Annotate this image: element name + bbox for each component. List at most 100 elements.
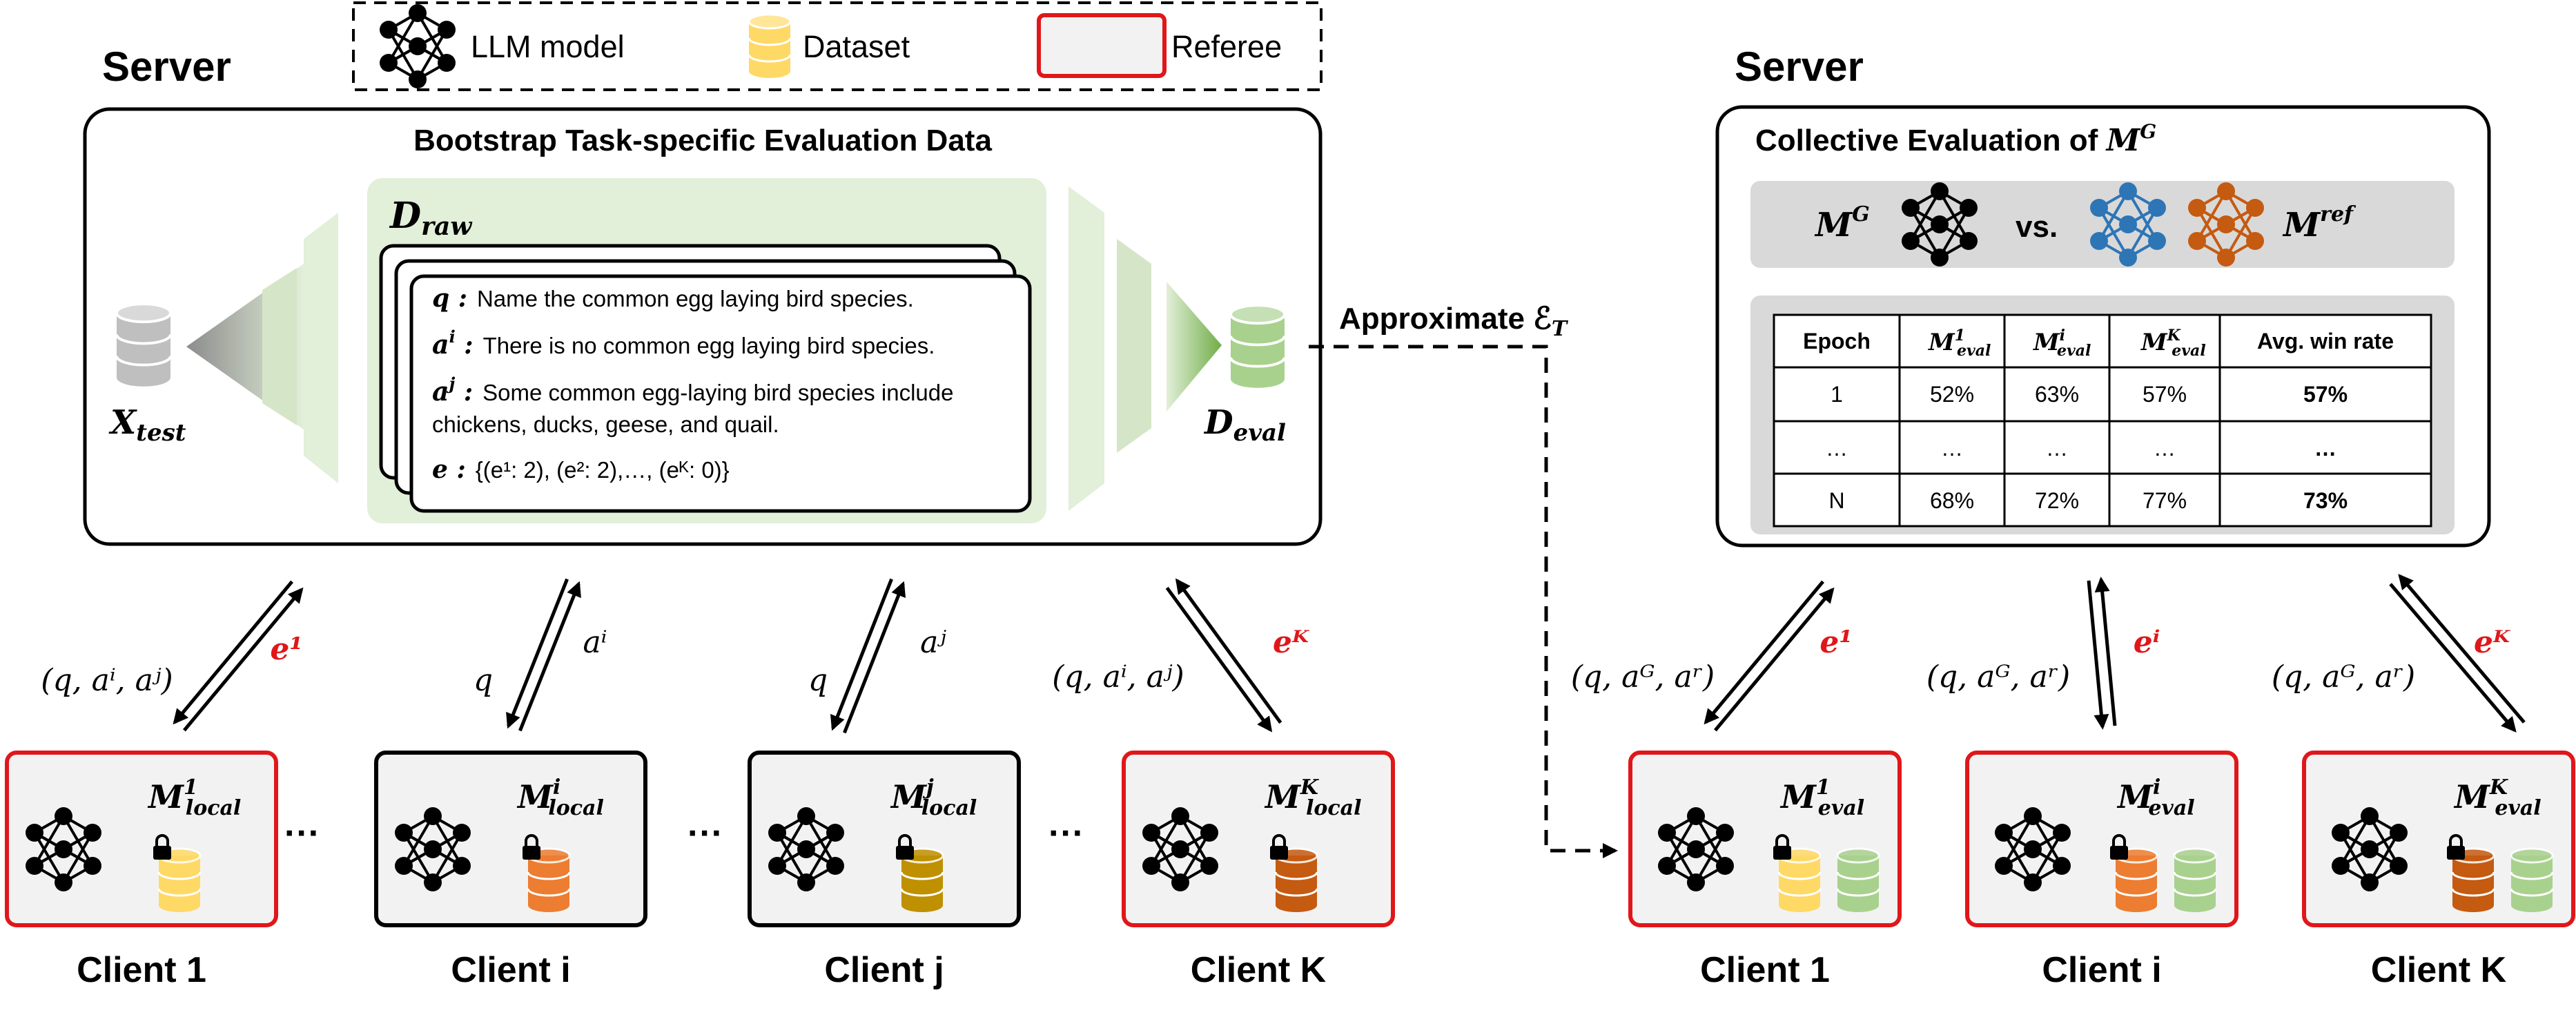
- d-raw-label: Draw: [389, 195, 473, 241]
- ellipsis-3: ···: [1048, 813, 1084, 853]
- table-cell: 57%: [2303, 382, 2348, 407]
- card-aj-row-2: chickens, ducks, geese, and quail.: [432, 412, 779, 437]
- eval-arrow-return-label: e¹: [1819, 625, 1852, 660]
- client-name: Client K: [1191, 950, 1327, 990]
- lock-icon: [2110, 834, 2128, 860]
- table-cell: 63%: [2035, 382, 2079, 407]
- eval-client-llm-icon: [1658, 807, 1734, 891]
- table-header-cell: Epoch: [1803, 329, 1871, 354]
- card-e-row: e :{(e¹: 2), (e²: 2),…, (eᴷ: 0)}: [432, 455, 730, 484]
- eval-client-eval-data-icon: [1836, 847, 1880, 912]
- eval-client-name: Client K: [2371, 950, 2507, 990]
- ellipsis-1: ···: [284, 813, 320, 853]
- lock-icon: [153, 834, 171, 860]
- table-cell: 72%: [2035, 488, 2079, 513]
- card-q-row: q :Name the common egg laying bird speci…: [432, 284, 914, 313]
- x-test-label: Xtest: [108, 403, 186, 447]
- connector-label: Approximate ℰT: [1339, 302, 1569, 341]
- legend-referee-label: Referee: [1171, 29, 1282, 64]
- blue-nn: [2090, 182, 2166, 267]
- client-llm-icon: [26, 807, 101, 891]
- table-cell: N: [1828, 488, 1844, 513]
- eval-arrow-send-label: (q, aᴳ, aʳ): [1571, 659, 1715, 695]
- arrow-send-label: (q, aⁱ, aʲ): [41, 663, 173, 698]
- vs-label: vs.: [2016, 210, 2058, 244]
- right-arrows: (q, aᴳ, aʳ) e¹ (q, aᴳ, aʳ) eⁱ (q, aᴳ, aʳ) eᴷ: [1571, 574, 2526, 733]
- eval-arrow-return-label: eⁱ: [2134, 625, 2160, 660]
- table-cell: 73%: [2303, 488, 2348, 513]
- dataset-icon: [748, 13, 792, 79]
- eval-arrow-return-label: eᴷ: [2474, 625, 2511, 660]
- arrow-pair-2: [506, 578, 581, 732]
- client-name: Client i: [451, 950, 570, 990]
- comparison-bar: [1750, 181, 2455, 268]
- eval-db-icon: [1229, 304, 1286, 388]
- table-cell: 68%: [1930, 488, 1974, 513]
- left-server-label: Server: [102, 44, 231, 90]
- ellipsis-2: ···: [687, 813, 723, 853]
- orange-nn: [2188, 182, 2264, 267]
- table-cell: …: [2046, 436, 2068, 461]
- arrow-return-label: eᴷ: [1273, 625, 1310, 660]
- table-cell: …: [2154, 436, 2176, 461]
- eval-arrow-pair-1: [1704, 580, 1835, 732]
- arrow-pair-3: [830, 578, 906, 734]
- connector-dashed-arrow: [1309, 345, 1618, 858]
- sample-card: [409, 274, 1032, 513]
- lock-icon: [2447, 834, 2465, 860]
- arrow-return-label: aⁱ: [583, 625, 607, 660]
- client-name: Client j: [824, 950, 944, 990]
- test-db-icon: [115, 302, 172, 387]
- table-cell: …: [1941, 436, 1963, 461]
- client-llm-icon: [1142, 807, 1218, 891]
- eval-arrow-pair-2: [2087, 577, 2117, 730]
- eval-client-llm-icon: [2332, 807, 2408, 891]
- eval-client-llm-icon: [1995, 807, 2071, 891]
- table-cell: 57%: [2143, 382, 2187, 407]
- table-cell: …: [2314, 436, 2336, 461]
- arrow-return-label: e¹: [270, 632, 302, 667]
- arrow-send-label: q: [808, 663, 828, 698]
- lock-icon: [1270, 834, 1288, 860]
- legend-llm-label: LLM model: [471, 29, 625, 64]
- arrow-send-label: q: [474, 663, 493, 698]
- lock-icon: [1773, 834, 1791, 860]
- eval-arrow-pair-3: [2389, 574, 2526, 733]
- right-panel-title: Collective Evaluation of MG: [1755, 120, 2156, 158]
- arrow-pair-1: [173, 580, 304, 732]
- lock-icon: [896, 834, 914, 860]
- compare-mg: MG: [1814, 202, 1870, 244]
- client-llm-icon: [768, 807, 844, 891]
- eval-client-name: Client 1: [1700, 950, 1830, 990]
- input-funnel: [186, 213, 338, 483]
- card-aj-row: aj :Some common egg-laying bird species …: [432, 374, 954, 407]
- legend-dataset-label: Dataset: [803, 29, 910, 64]
- arrow-return-label: aʲ: [920, 625, 946, 660]
- compare-mref: Mref: [2282, 202, 2357, 244]
- eval-arrow-send-label: (q, aᴳ, aʳ): [2272, 659, 2415, 695]
- client-name: Client 1: [77, 950, 206, 990]
- lock-icon: [523, 834, 540, 860]
- eval-arrow-send-label: (q, aᴳ, aʳ): [1926, 659, 2070, 695]
- referee-swatch: [1037, 13, 1167, 78]
